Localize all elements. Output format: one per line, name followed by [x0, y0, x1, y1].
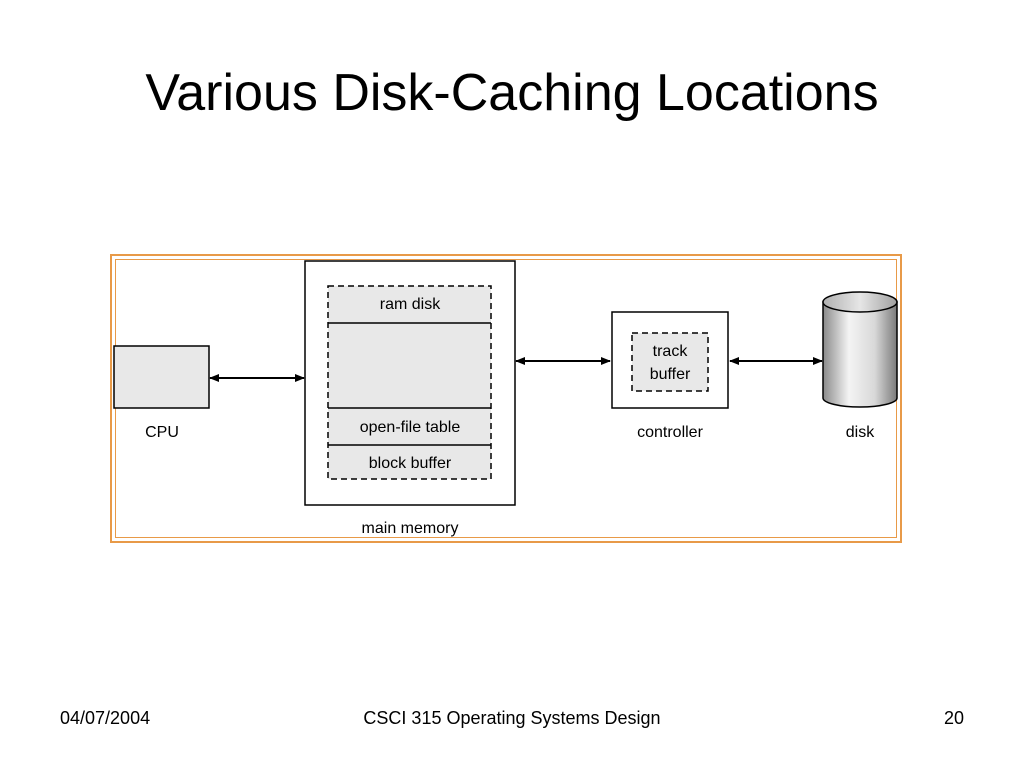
track-buffer-label-line2: buffer: [650, 366, 691, 383]
cpu-node: CPU: [113, 345, 210, 441]
controller-node: track buffer controller: [611, 311, 729, 441]
cpu-label: CPU: [145, 424, 179, 441]
main-memory-label: main memory: [362, 520, 459, 537]
slide-title: Various Disk-Caching Locations: [145, 64, 879, 122]
controller-label: controller: [637, 424, 703, 441]
open-file-table-label: open-file table: [360, 419, 461, 436]
disk-node: disk: [822, 291, 898, 441]
footer-date: 04/07/2004: [60, 708, 151, 728]
main-memory-node: ram disk open-file table block buffer ma…: [304, 260, 516, 537]
footer-page-number: 20: [943, 708, 964, 728]
track-buffer-label-line1: track: [653, 343, 689, 360]
footer-course: CSCI 315 Operating Systems Design: [363, 708, 661, 728]
ram-disk-label: ram disk: [380, 296, 441, 313]
block-buffer-label: block buffer: [369, 455, 452, 472]
disk-label: disk: [846, 424, 875, 441]
